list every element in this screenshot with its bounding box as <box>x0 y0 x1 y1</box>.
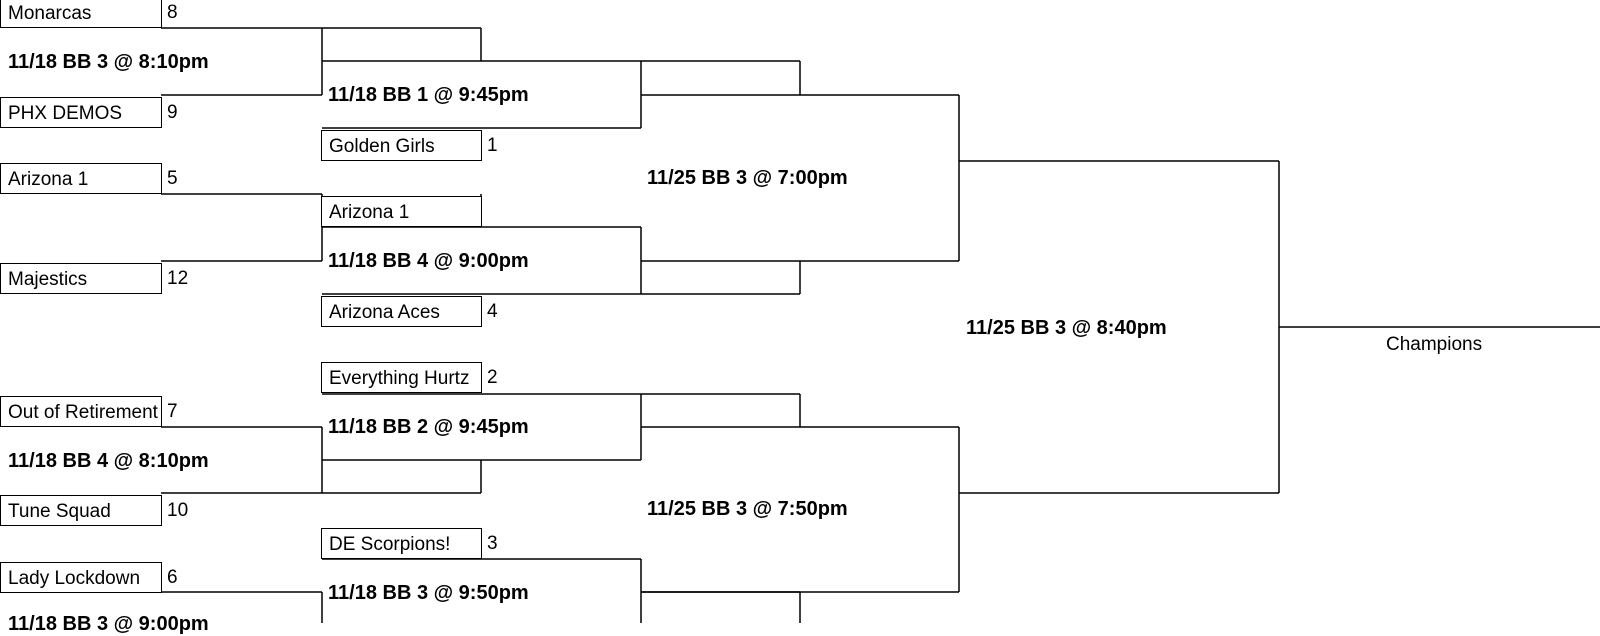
team-box-arizona-1: Arizona 1 <box>0 163 162 194</box>
game-label-semifinal: 11/25 BB 3 @ 7:50pm <box>647 498 848 520</box>
team-name: DE Scorpions! <box>329 534 451 555</box>
team-name: Arizona Aces <box>329 302 440 323</box>
seed-label: 1 <box>487 135 498 156</box>
team-name: Arizona 1 <box>8 169 89 190</box>
seed-label: 6 <box>167 567 178 588</box>
seed-label: 8 <box>167 2 178 23</box>
team-box-golden-girls: Golden Girls <box>321 130 482 161</box>
game-label-round2: 11/18 BB 4 @ 9:00pm <box>328 250 529 272</box>
team-name: Majestics <box>8 269 88 290</box>
team-name: Lady Lockdown <box>8 568 141 589</box>
team-box-tune-squad: Tune Squad <box>0 495 162 526</box>
champions-label: Champions <box>1386 334 1483 355</box>
game-label-round1: 11/18 BB 3 @ 8:10pm <box>8 51 209 73</box>
team-box-arizona-aces: Arizona Aces <box>321 296 482 327</box>
game-label-round1: 11/18 BB 3 @ 9:00pm <box>8 613 209 635</box>
team-box-lady-lockdown: Lady Lockdown <box>0 562 162 593</box>
seed-label: 4 <box>487 301 498 322</box>
game-label-semifinal: 11/25 BB 3 @ 7:00pm <box>647 167 848 189</box>
team-box-out-of-retirement: Out of Retirement <box>0 396 162 427</box>
team-name: Arizona 1 <box>329 202 410 223</box>
team-name: Golden Girls <box>329 136 435 157</box>
seed-label: 5 <box>167 168 178 189</box>
team-name: PHX DEMOS <box>8 103 123 124</box>
team-box-phx-demos: PHX DEMOS <box>0 97 162 128</box>
game-label-round2: 11/18 BB 3 @ 9:50pm <box>328 582 529 604</box>
team-name: Everything Hurtz <box>329 368 470 389</box>
seed-label: 9 <box>167 102 178 123</box>
team-name: Monarcas <box>8 3 92 24</box>
team-box-majestics: Majestics <box>0 263 162 294</box>
seed-label: 2 <box>487 367 498 388</box>
game-label-final: 11/25 BB 3 @ 8:40pm <box>966 317 1167 339</box>
seed-label: 10 <box>167 500 189 521</box>
seed-label: 7 <box>167 401 178 422</box>
team-box-everything-hurtz: Everything Hurtz <box>321 362 482 393</box>
team-name: Tune Squad <box>8 501 111 522</box>
seed-label: 12 <box>167 268 189 289</box>
team-box-arizona-1-advanced: Arizona 1 <box>321 196 482 227</box>
game-label-round1: 11/18 BB 4 @ 8:10pm <box>8 450 209 472</box>
team-box-de-scorpions: DE Scorpions! <box>321 528 482 559</box>
bracket-lines <box>161 27 1600 623</box>
team-name: Out of Retirement <box>8 402 158 423</box>
game-label-round2: 11/18 BB 1 @ 9:45pm <box>328 84 529 106</box>
seed-label: 3 <box>487 533 498 554</box>
team-box-monarcas: Monarcas <box>0 0 162 28</box>
game-label-round2: 11/18 BB 2 @ 9:45pm <box>328 416 529 438</box>
